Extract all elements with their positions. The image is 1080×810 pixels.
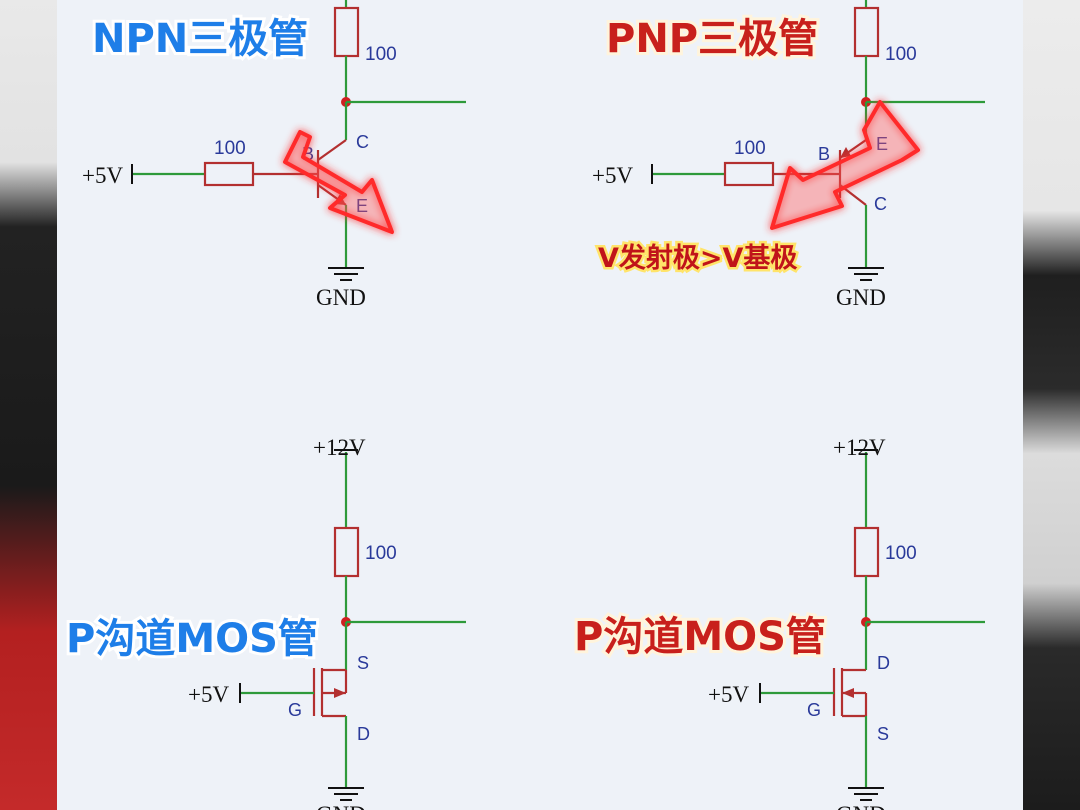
pmos-right-resistor <box>853 526 880 578</box>
background-photo-right <box>1022 0 1080 810</box>
npn-circuit: 100 100 +5V B C E GND <box>82 0 466 310</box>
npn-pin-c: C <box>356 132 369 152</box>
pnp-supply-label: +5V <box>592 163 633 188</box>
pmos-left-pin-d: D <box>357 724 370 744</box>
pnp-highlight-arrow-icon <box>770 100 920 230</box>
pnp-ground-label: GND <box>836 285 886 310</box>
pnp-r-top-value: 100 <box>885 44 917 65</box>
pmos-right-pin-s: S <box>877 724 889 744</box>
pmos-left-supply-label: +5V <box>188 682 229 707</box>
pmos-right-vdd-label: +12V <box>833 435 886 460</box>
pmos-left-vdd-label: +12V <box>313 435 366 460</box>
pnp-r-base-value: 100 <box>734 138 766 159</box>
npn-r-top-value: 100 <box>365 44 397 65</box>
schematic-board <box>57 0 1023 810</box>
title-pmos-right: P沟道MOS管 <box>574 614 826 660</box>
pmos-left-r-value: 100 <box>365 543 397 564</box>
npn-ground-icon <box>328 267 364 281</box>
npn-resistor-top <box>333 6 360 58</box>
pmos-right-r-value: 100 <box>885 543 917 564</box>
npn-r-base-value: 100 <box>214 138 246 159</box>
pmos-right-pin-d: D <box>877 653 890 673</box>
pnp-circuit: 100 100 +5V B E C GND V发射极>V基极 <box>592 0 985 310</box>
pmos-left-pin-g: G <box>288 700 302 720</box>
title-pmos-left: P沟道MOS管 <box>66 616 318 662</box>
title-npn: NPN三极管 <box>92 16 308 62</box>
npn-supply-label: +5V <box>82 163 123 188</box>
pnp-resistor-base <box>723 161 775 187</box>
background-photo-left <box>0 0 60 810</box>
pnp-pin-b: B <box>818 144 830 164</box>
npn-highlight-arrow-icon <box>283 130 394 234</box>
pnp-ground-icon <box>848 267 884 281</box>
pmos-right-supply-label: +5V <box>708 682 749 707</box>
emitter-base-annotation: V发射极>V基极 <box>598 242 797 274</box>
pmos-right-ground-label: GND <box>836 802 886 810</box>
pnp-emitter-arrow <box>840 147 851 158</box>
npn-resistor-base <box>203 161 255 187</box>
pnp-pin-c: C <box>874 194 887 214</box>
pmos-left-circuit: +12V 100 +5V S G D GND <box>188 435 466 810</box>
pmos-right-arrow <box>842 688 854 698</box>
pmos-left-arrow <box>334 688 346 698</box>
pmos-left-ground-label: GND <box>316 802 366 810</box>
npn-ground-label: GND <box>316 285 366 310</box>
pmos-left-resistor <box>333 526 360 578</box>
title-pnp: PNP三极管 <box>606 16 818 62</box>
pmos-right-circuit: +12V 100 +5V D G S GND <box>708 435 985 810</box>
pnp-resistor-top <box>853 6 880 58</box>
pmos-left-ground-icon <box>328 787 364 801</box>
pmos-left-pin-s: S <box>357 653 369 673</box>
pmos-right-ground-icon <box>848 787 884 801</box>
pmos-right-pin-g: G <box>807 700 821 720</box>
